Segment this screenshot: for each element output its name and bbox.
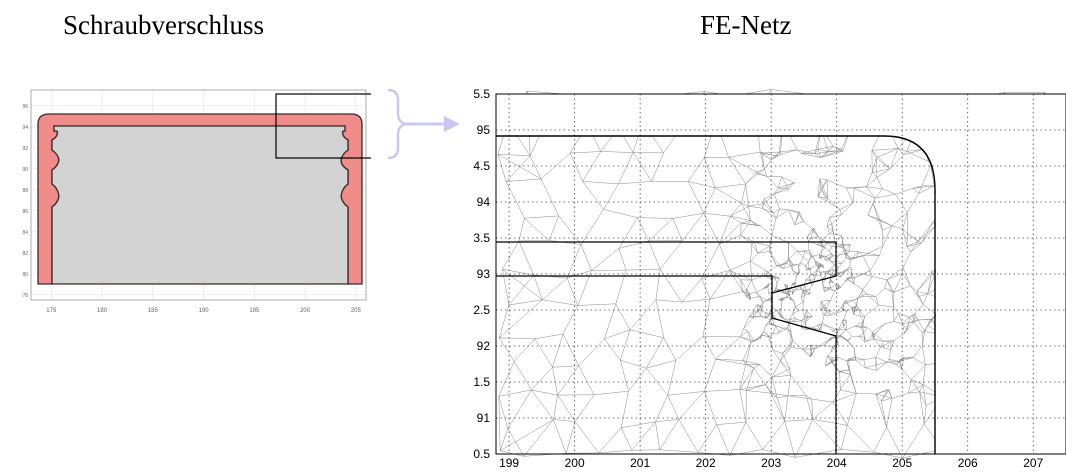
mesh-x-tick-label: 202 [696,456,716,470]
left-x-tick-label: 195 [249,308,260,314]
mesh-y-tick-label: 94 [477,195,491,209]
mesh-y-tick-label: 4.5 [473,159,490,173]
left-y-tick-label: 84 [22,230,28,236]
left-plot-frame [30,89,367,301]
mesh-x-tick-label: 203 [761,456,781,470]
mesh-y-tick-label: 3.5 [473,231,490,245]
mesh-x-tick-label: 200 [565,456,585,470]
mesh-y-tick-label: 2.5 [473,303,490,317]
left-y-tick-label: 90 [22,167,28,173]
left-y-tick-label: 80 [22,272,28,278]
mesh-y-tick-label: 95 [477,123,491,137]
zoom-box [275,93,371,159]
left-y-tick-label: 96 [22,104,28,110]
mesh-y-tick-label: 5.5 [473,87,490,101]
mesh-x-tick-label: 201 [630,456,650,470]
left-x-tick-label: 205 [351,308,362,314]
left-x-tick-label: 200 [300,308,311,314]
fe-mesh-plot: 199 200 201 202 203 204 205 206 207 5.5 95 4.5 94 3.5… [473,87,1066,470]
mesh-boundaries [496,135,936,454]
left-y-tick-label: 78 [22,293,28,299]
left-y-tick-label: 88 [22,188,28,194]
mesh-y-tick-label: 0.5 [473,447,490,461]
mesh-y-tick-label: 91 [477,411,491,425]
left-x-tick-label: 180 [97,308,108,314]
left-y-tick-label: 92 [22,146,28,152]
bracket-arrow-icon [387,88,460,160]
mesh-y-tick-label: 92 [477,339,491,353]
left-tick-labels: 175 180 185 190 195 200 205 78 80 82 84 86 88 90 92 94 9… [22,104,361,314]
mesh-y-tick-label: 1.5 [473,375,490,389]
left-x-tick-label: 185 [148,308,159,314]
mesh-x-tick-label: 205 [892,456,912,470]
mesh-x-tick-label: 207 [1023,456,1043,470]
left-y-tick-label: 82 [22,251,28,257]
left-y-tick-label: 86 [22,209,28,215]
screw-cap-diagram: 175 180 185 190 195 200 205 78 80 82 84 86 88 90 92 94 9… [22,89,371,314]
left-x-tick-label: 190 [199,308,210,314]
mesh-x-tick-label: 206 [958,456,978,470]
cap-content [51,125,349,285]
left-y-tick-label: 94 [22,125,28,131]
mesh-tick-labels: 199 200 201 202 203 204 205 206 207 5.5 95 4.5 94 3.5… [473,87,1043,470]
left-x-tick-label: 175 [46,308,57,314]
mesh-y-tick-label: 93 [477,267,491,281]
mesh-x-tick-label: 204 [827,456,847,470]
mesh-x-tick-label: 199 [499,456,519,470]
left-title: Schraubverschluss [63,10,264,40]
right-title: FE-Netz [700,10,792,40]
